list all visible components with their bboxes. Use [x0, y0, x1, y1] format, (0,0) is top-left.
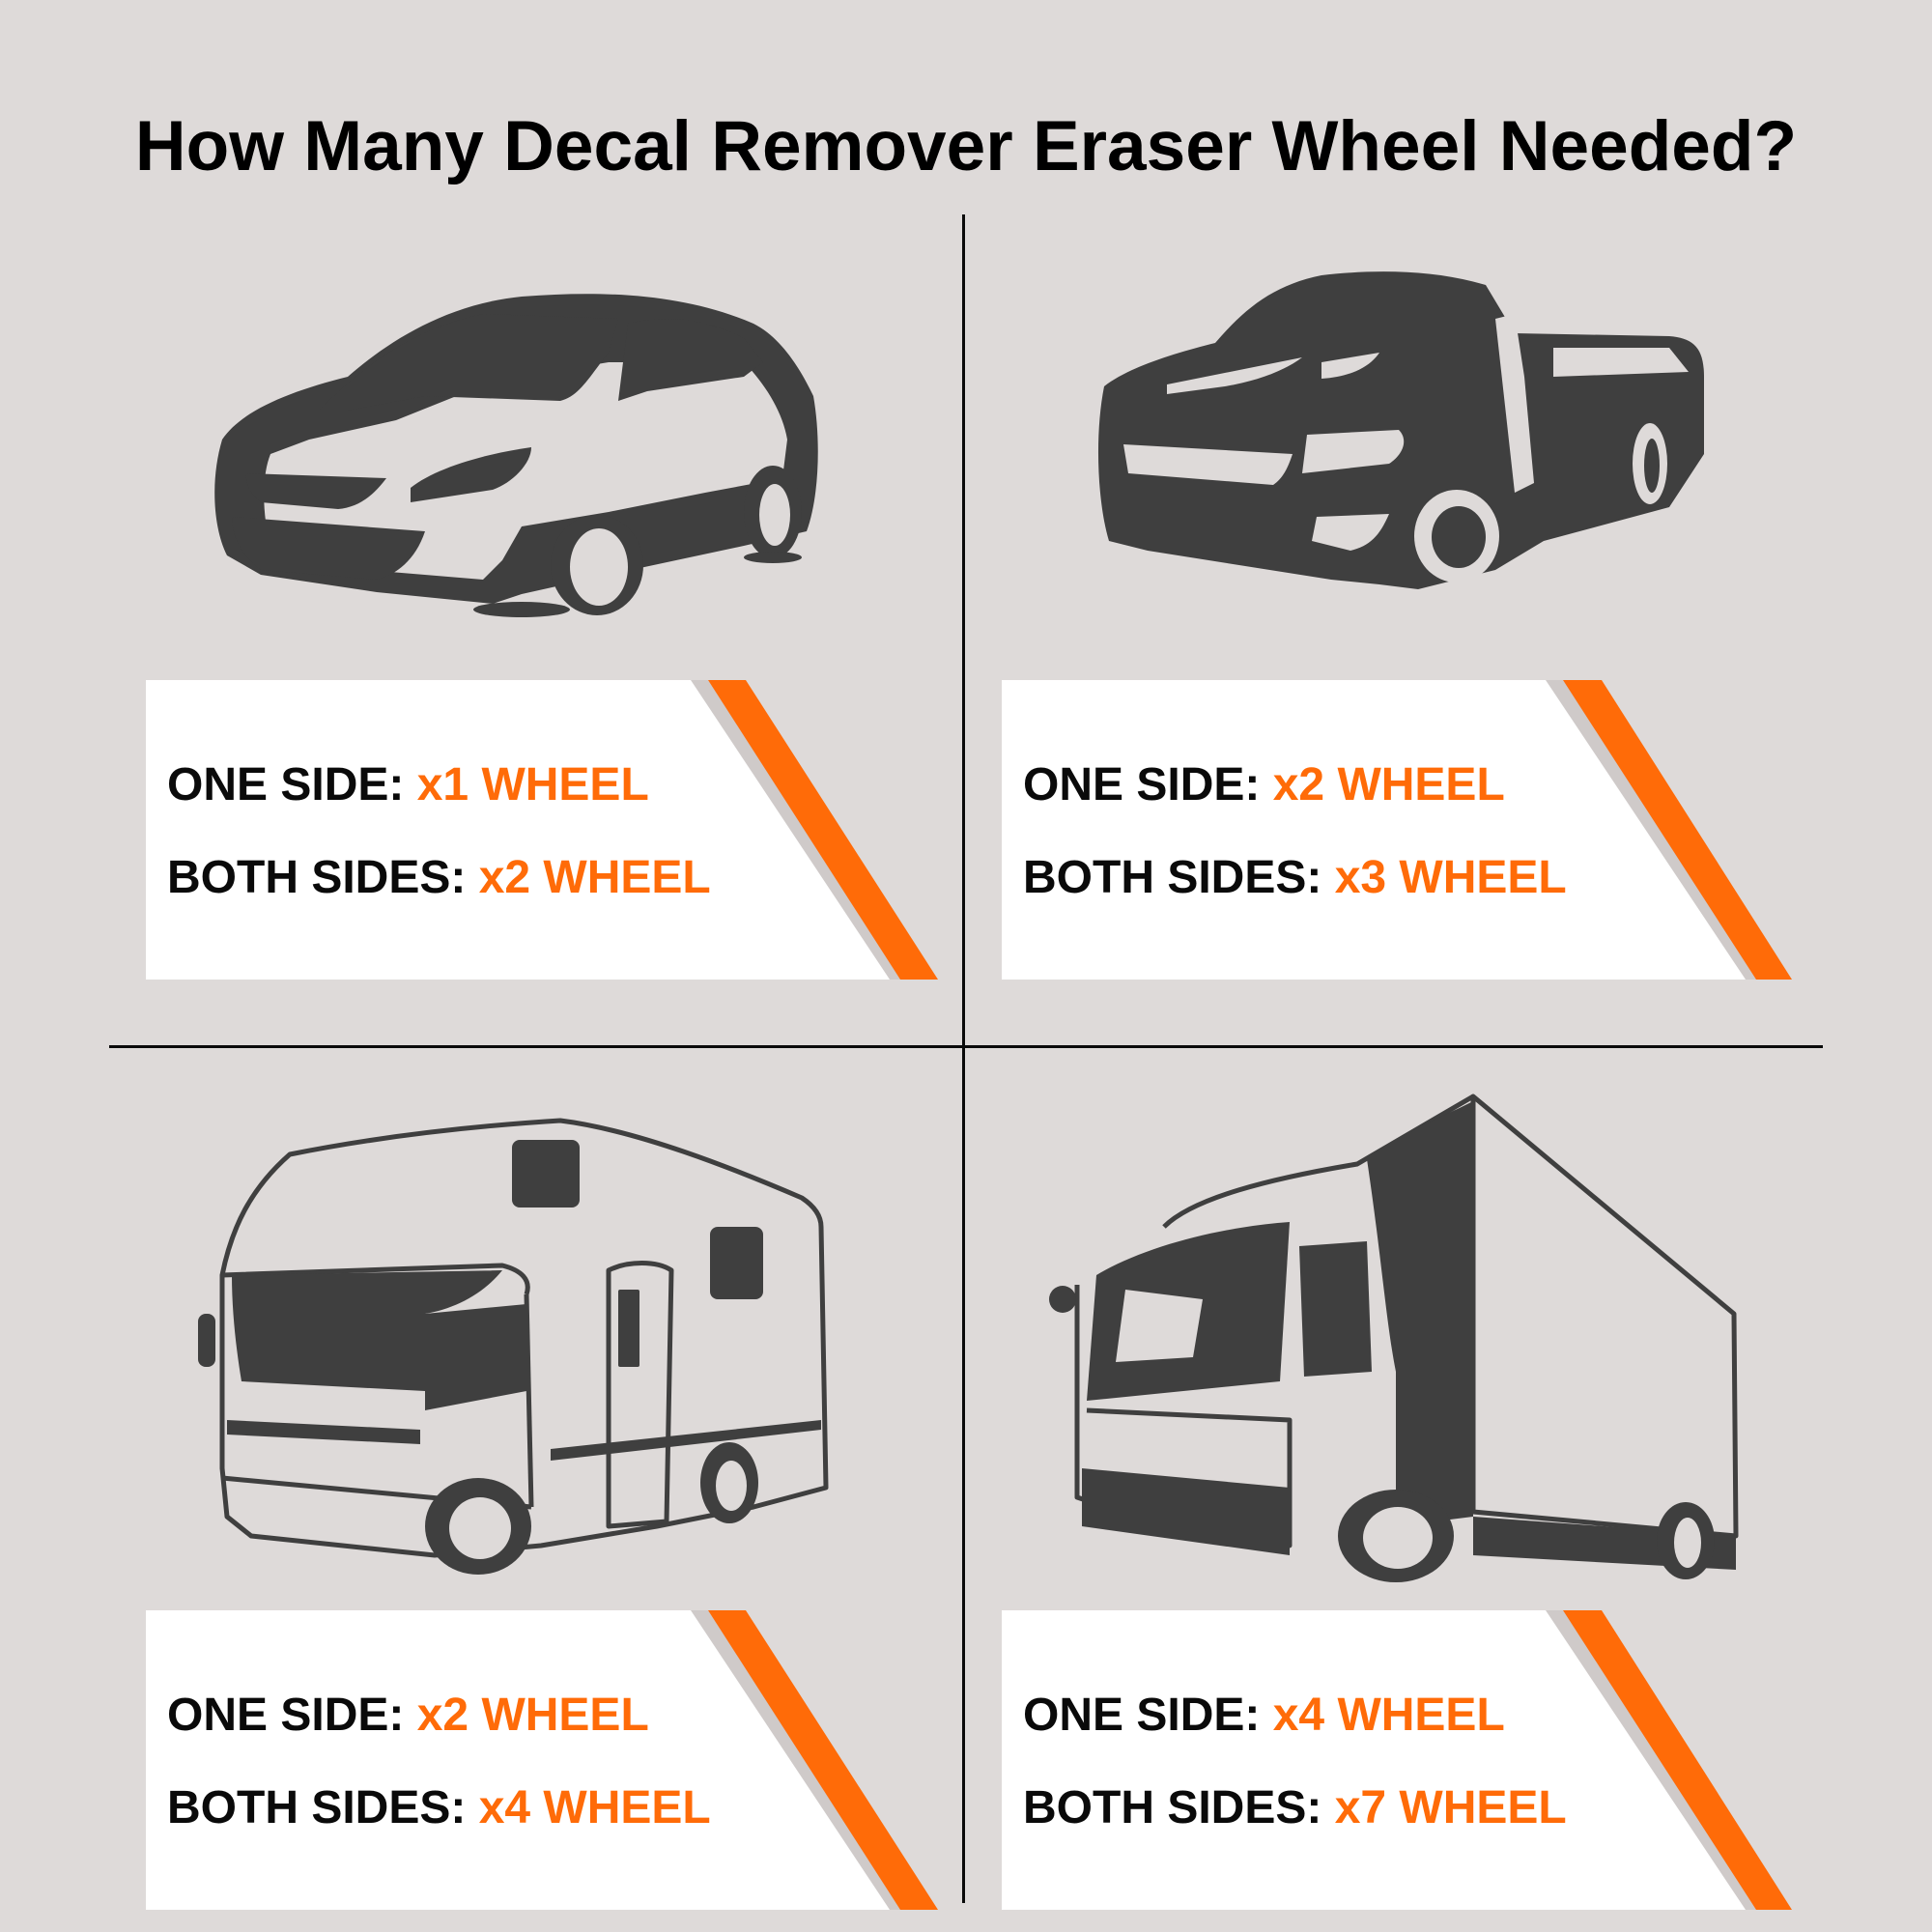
both-sides-value: x7 WHEEL — [1334, 1782, 1567, 1833]
one-side-row: ONE SIDE: x2 WHEEL — [167, 1689, 649, 1743]
horizontal-divider — [109, 1045, 1823, 1048]
one-side-row: ONE SIDE: x2 WHEEL — [1023, 758, 1505, 812]
vertical-divider — [962, 214, 965, 1903]
one-side-value: x2 WHEEL — [416, 1690, 649, 1741]
card-background-shape — [1002, 680, 1792, 980]
both-sides-label: BOTH SIDES: — [167, 852, 467, 903]
both-sides-label: BOTH SIDES: — [167, 1782, 467, 1833]
one-side-value: x2 WHEEL — [1272, 759, 1505, 810]
both-sides-row: BOTH SIDES: x3 WHEEL — [1023, 851, 1567, 905]
both-sides-value: x3 WHEEL — [1334, 852, 1567, 903]
wheel-count-card: ONE SIDE: x2 WHEEL BOTH SIDES: x4 WHEEL — [146, 1610, 948, 1910]
one-side-label: ONE SIDE: — [167, 759, 405, 810]
both-sides-value: x4 WHEEL — [478, 1782, 711, 1833]
pickup-truck-icon — [1097, 271, 1704, 589]
wheel-count-card: ONE SIDE: x2 WHEEL BOTH SIDES: x3 WHEEL — [1002, 680, 1804, 980]
one-side-label: ONE SIDE: — [1023, 1690, 1261, 1741]
both-sides-row: BOTH SIDES: x4 WHEEL — [167, 1781, 711, 1835]
both-sides-value: x2 WHEEL — [478, 852, 711, 903]
sedan-car-icon — [214, 294, 818, 617]
one-side-label: ONE SIDE: — [1023, 759, 1261, 810]
wheel-count-card: ONE SIDE: x4 WHEEL BOTH SIDES: x7 WHEEL — [1002, 1610, 1804, 1910]
camper-rv-icon — [198, 1118, 829, 1575]
both-sides-row: BOTH SIDES: x7 WHEEL — [1023, 1781, 1567, 1835]
both-sides-label: BOTH SIDES: — [1023, 852, 1322, 903]
wheel-count-card: ONE SIDE: x1 WHEEL BOTH SIDES: x2 WHEEL — [146, 680, 948, 980]
both-sides-label: BOTH SIDES: — [1023, 1782, 1322, 1833]
one-side-value: x4 WHEEL — [1272, 1690, 1505, 1741]
both-sides-row: BOTH SIDES: x2 WHEEL — [167, 851, 711, 905]
card-background-shape — [146, 1610, 938, 1910]
page-title: How Many Decal Remover Eraser Wheel Need… — [134, 106, 1798, 185]
one-side-value: x1 WHEEL — [416, 759, 649, 810]
one-side-row: ONE SIDE: x1 WHEEL — [167, 758, 649, 812]
card-background-shape — [146, 680, 938, 980]
box-truck-icon — [1049, 1094, 1739, 1582]
card-background-shape — [1002, 1610, 1792, 1910]
one-side-row: ONE SIDE: x4 WHEEL — [1023, 1689, 1505, 1743]
one-side-label: ONE SIDE: — [167, 1690, 405, 1741]
